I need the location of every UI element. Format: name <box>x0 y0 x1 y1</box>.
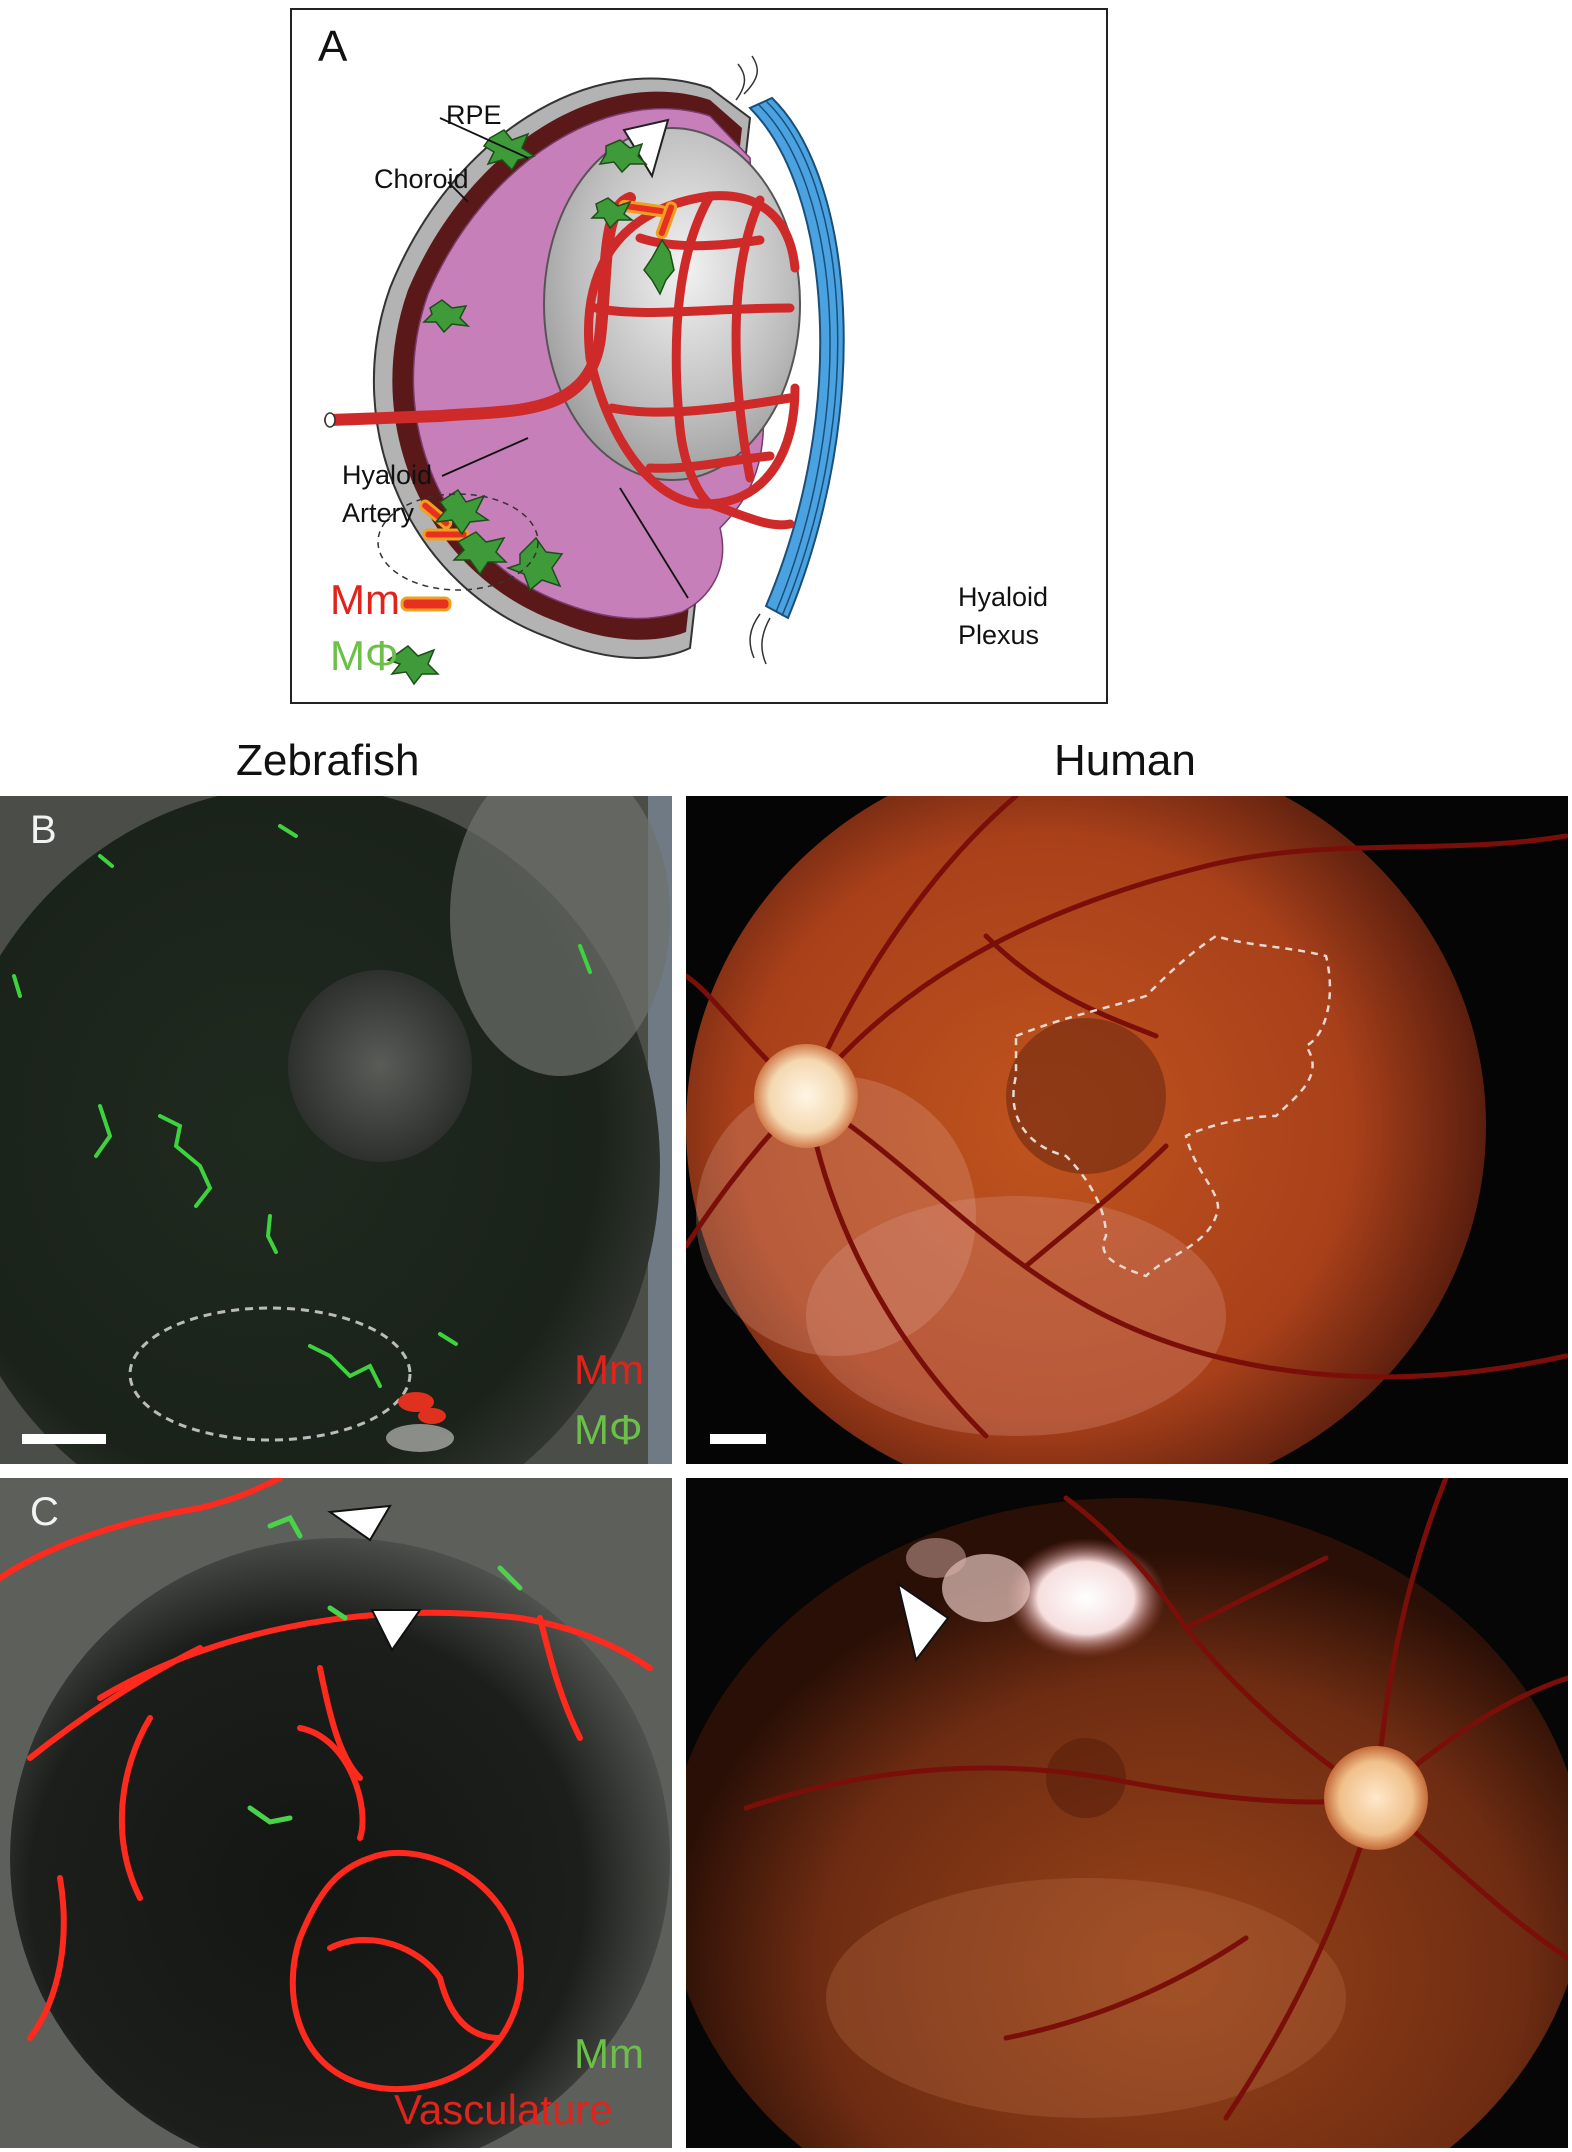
infection-circle <box>377 493 539 591</box>
panel-b-human-fundus <box>686 796 1568 1464</box>
arrowhead-c-left-2 <box>370 1609 422 1652</box>
dashed-region-b <box>128 1306 412 1442</box>
label-choroid: Choroid <box>374 164 469 194</box>
retinal-vessels-b <box>686 796 1568 1439</box>
arrowhead-c-right <box>896 1581 950 1663</box>
scale-bar-b-right <box>710 1434 766 1444</box>
scale-bar-b-left <box>22 1434 106 1444</box>
mm-legend-symbol <box>400 596 452 612</box>
panel-a-letter: A <box>318 22 348 71</box>
legend-mm-label: Mm <box>330 576 400 623</box>
panel-b-letter: B <box>30 808 57 852</box>
label-hyaloid-artery-1: Hyaloid <box>342 460 433 490</box>
heading-human: Human <box>1054 736 1196 785</box>
label-hyaloid-artery-2: Artery <box>342 498 415 528</box>
zebrafish-mm-green <box>247 1514 523 1825</box>
panel-b-legend-mm: Mm <box>574 1346 644 1393</box>
label-rpe: RPE <box>446 100 502 130</box>
panel-c-letter: C <box>30 1490 59 1534</box>
zebrafish-vessels <box>0 1478 653 2093</box>
panel-b-zebrafish-image <box>0 796 672 1464</box>
legend-mphi-label: MΦ <box>330 632 399 679</box>
panel-b-legend-mphi: MΦ <box>574 1406 643 1453</box>
mphi-legend-symbol <box>386 645 440 686</box>
mm-red-cluster <box>398 1392 446 1424</box>
macrophages <box>422 129 675 592</box>
panel-c-human-fundus <box>686 1478 1568 2148</box>
eye-diagram <box>324 55 845 686</box>
hyaloid-plexus <box>584 191 800 530</box>
zebrafish-macrophages <box>12 824 592 1388</box>
dashed-lesion-b <box>1012 934 1332 1278</box>
panel-c-legend-mm: Mm <box>574 2030 644 2077</box>
label-hyaloid-plexus-1: Hyaloid <box>958 582 1049 612</box>
arrowhead-c-left-1 <box>327 1504 392 1542</box>
panel-c-zebrafish-image <box>0 1478 672 2148</box>
panel-a-frame <box>290 8 1108 704</box>
heading-zebrafish: Zebrafish <box>236 736 420 785</box>
label-hyaloid-plexus-2: Plexus <box>958 620 1040 650</box>
panel-c-legend-vasculature: Vasculature <box>394 2086 613 2133</box>
cornea <box>748 96 845 620</box>
